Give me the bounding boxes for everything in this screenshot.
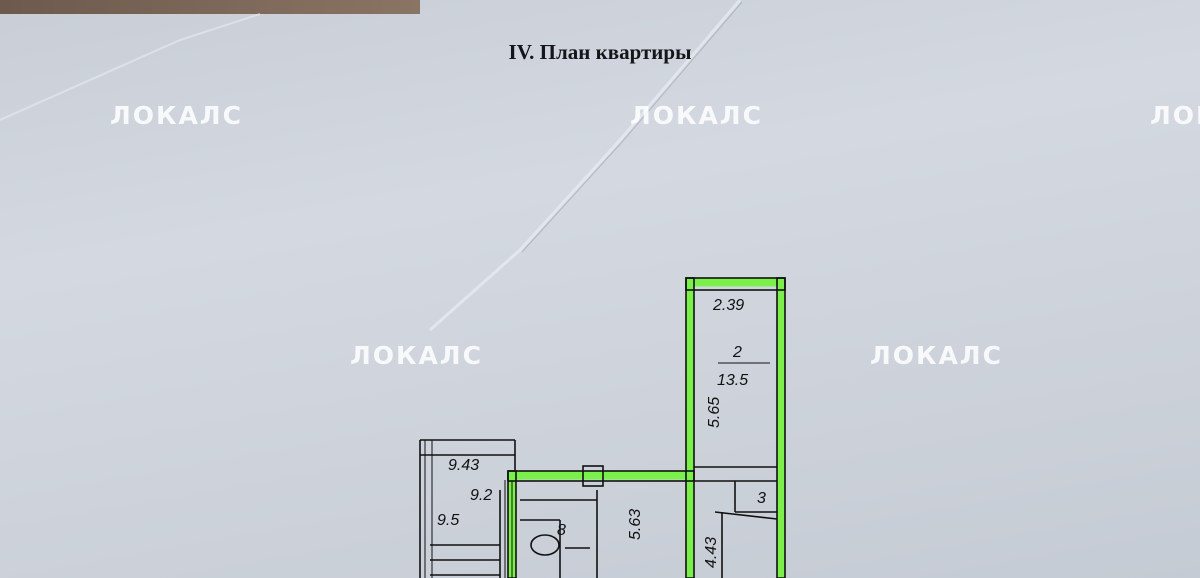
stair-hatching [424, 440, 513, 578]
watermark-text: ЛОКАЛС [870, 341, 1003, 370]
room2-area-label: 13.5 [717, 372, 748, 389]
table-background [0, 0, 420, 14]
room2-number-label: 2 [732, 344, 742, 361]
watermark-text: ЛОКАЛС [350, 341, 483, 370]
room2-width-label: 2.39 [712, 297, 744, 314]
corridor-width-label: 4.43 [703, 537, 720, 568]
watermark-text: ЛОКАЛС [630, 101, 763, 130]
hall-length-label: 5.63 [627, 509, 644, 540]
stair-label-top: 9.43 [448, 457, 479, 474]
stair-label-mid: 9.2 [470, 487, 492, 504]
document-title: IV. План квартиры [508, 40, 692, 64]
room2-length-label: 5.65 [706, 397, 723, 428]
small-room-size-label: 3 [757, 490, 766, 507]
apartment-outline-highlight [507, 277, 786, 578]
dimension-labels: 2.39 2 13.5 5.65 5.63 4.43 3 9.43 9.2 9.… [437, 297, 770, 568]
watermark-text: ЛОКАЛС [110, 101, 243, 130]
bath-label: 8 [557, 522, 566, 539]
wall-lines [419, 277, 786, 578]
watermark-text: ЛОКАЛС [1150, 101, 1200, 130]
stair-label-side: 9.5 [437, 512, 459, 529]
